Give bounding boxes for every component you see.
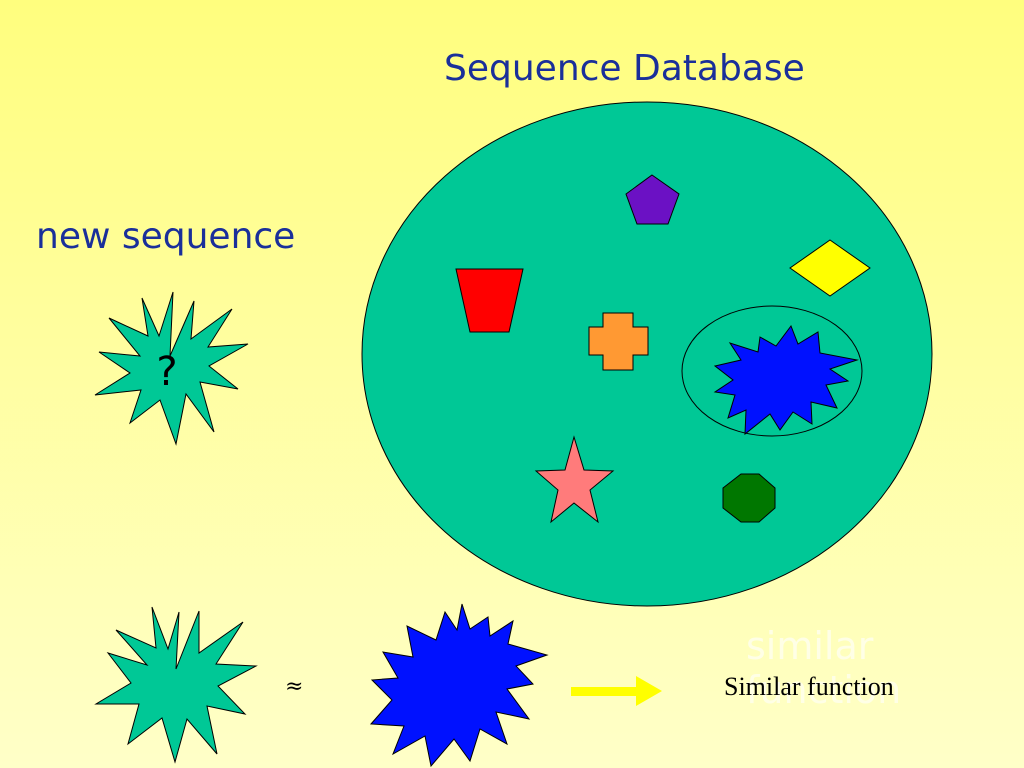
ghost-similar-function-text: similar function [746, 624, 901, 712]
pentagon-shape [625, 174, 680, 225]
diamond-shape [789, 239, 871, 297]
bottom-query-spiky-star [94, 606, 258, 764]
octagon-shape [722, 473, 776, 523]
page-title: Sequence Database [444, 48, 805, 89]
new-sequence-label: new sequence [36, 216, 296, 257]
bottom-match-spiky-star [369, 603, 549, 768]
result-arrow [571, 676, 662, 706]
match-highlight-ellipse [681, 305, 863, 437]
five-point-star-shape [534, 435, 615, 524]
approx-symbol: ≈ [285, 674, 304, 699]
query-question-mark: ? [156, 349, 177, 395]
cross-shape [588, 312, 649, 371]
matched-spiky-star [713, 324, 859, 436]
ghost-line-2: function [746, 668, 902, 712]
ghost-line-1: similar [746, 624, 874, 668]
query-spiky-star [94, 291, 249, 446]
trapezoid-shape [455, 268, 524, 333]
similar-function-label: Similar function [724, 672, 894, 701]
